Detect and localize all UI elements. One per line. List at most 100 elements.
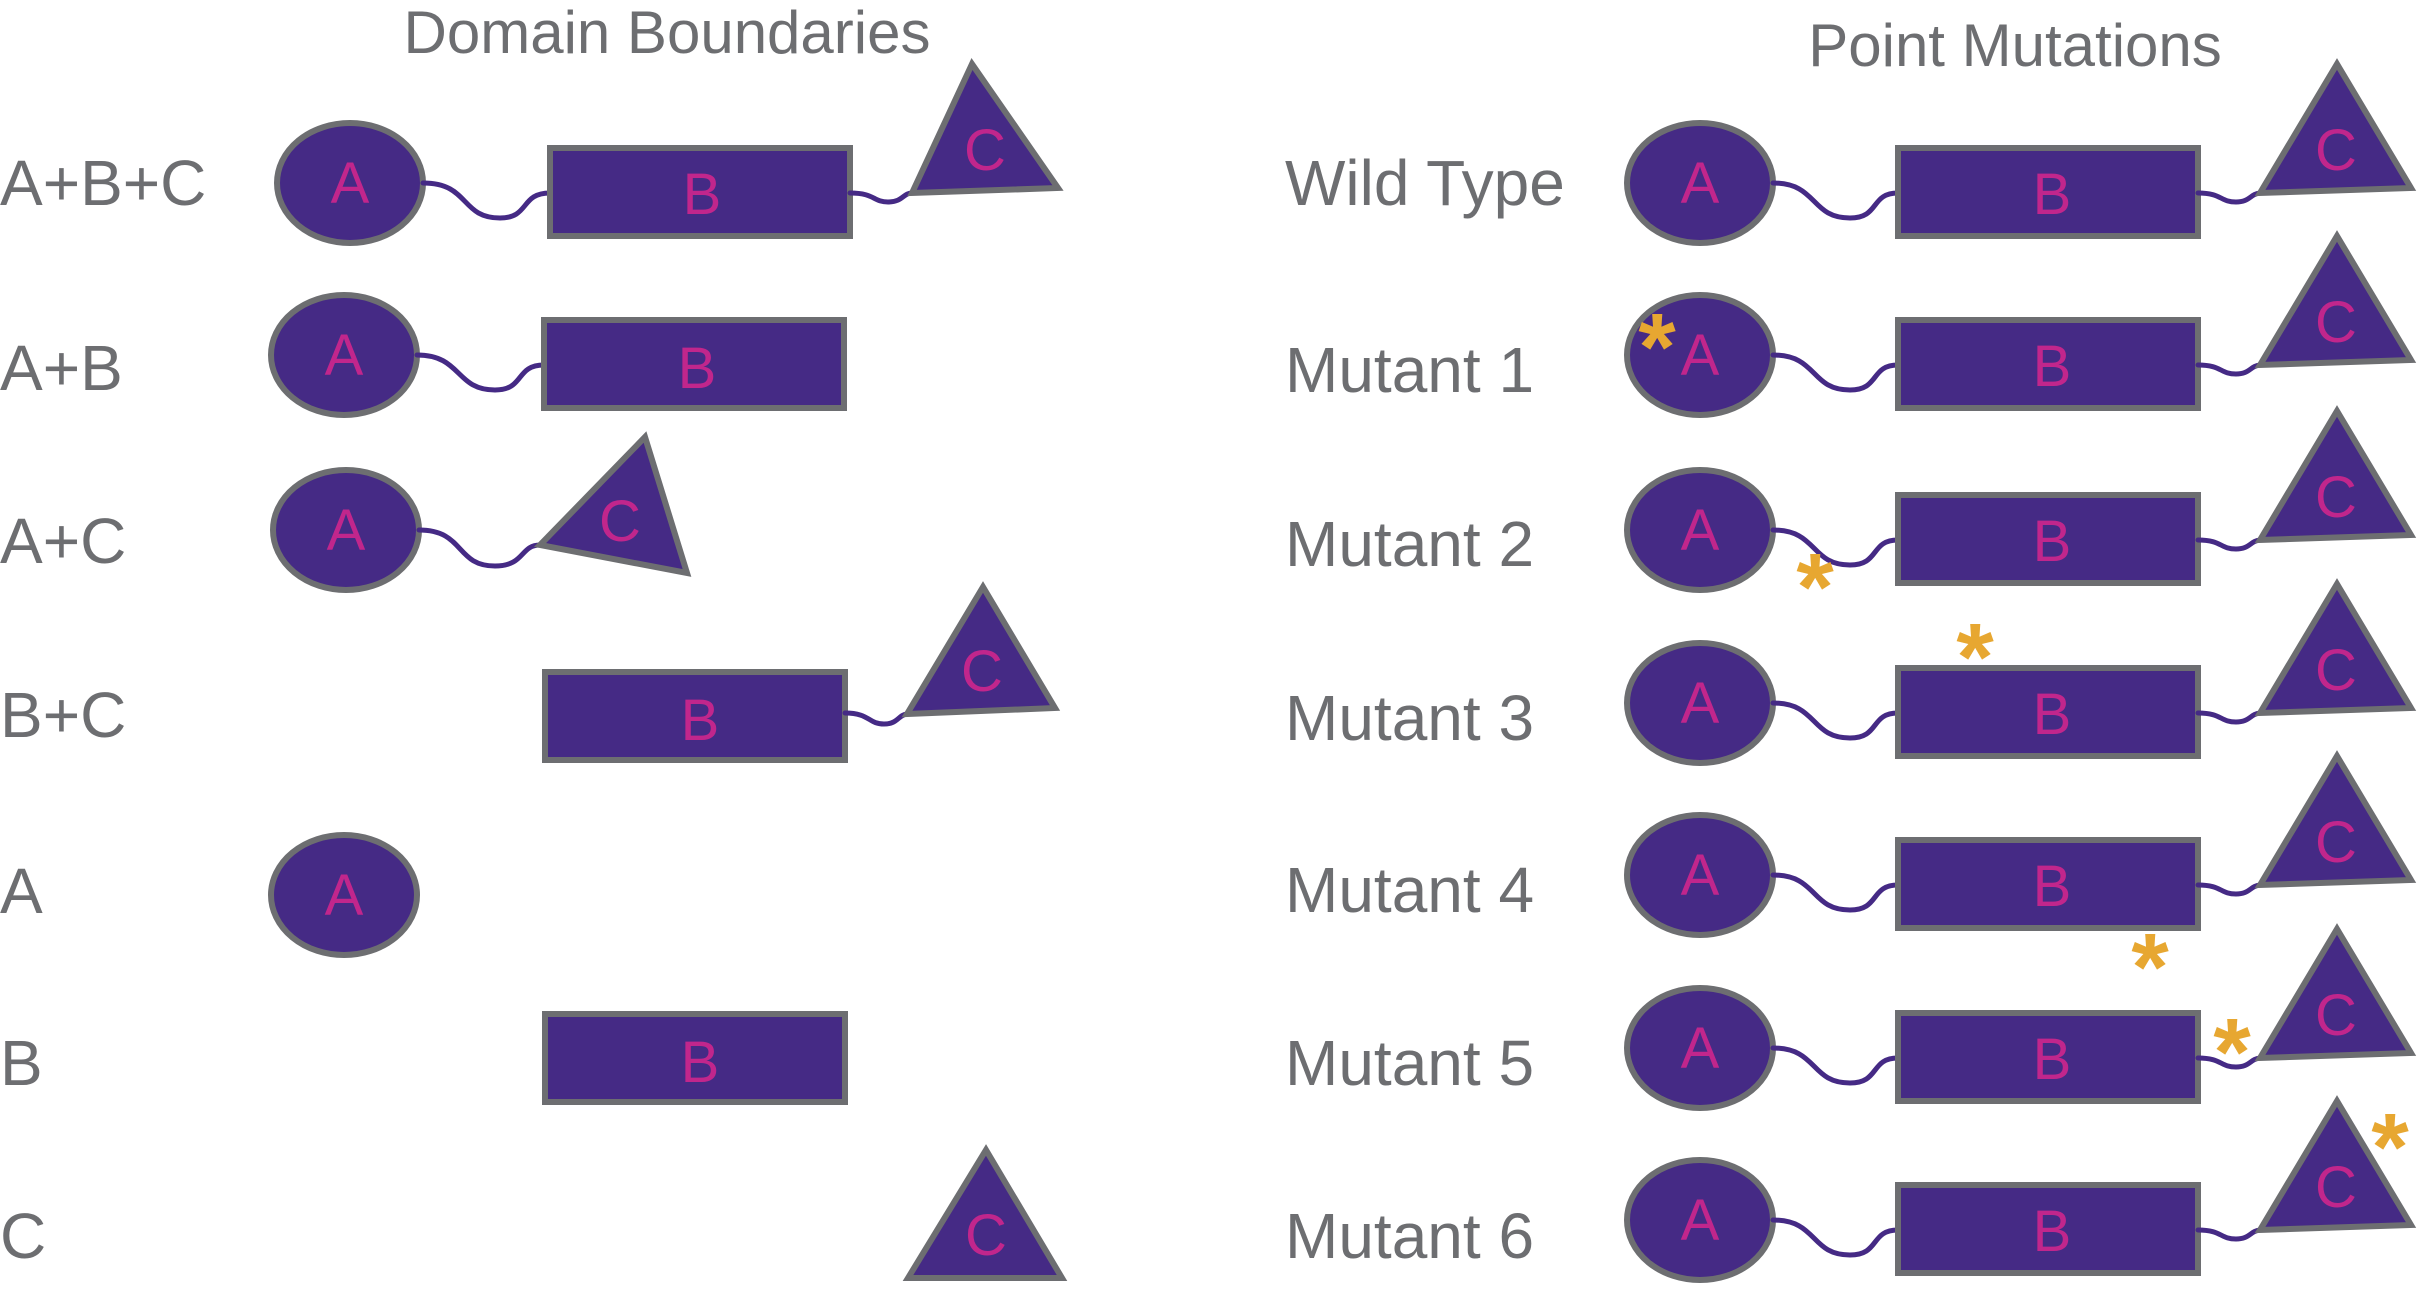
domain-a-label: A: [1681, 1016, 1720, 1081]
construct-row: B+C B C: [0, 581, 1061, 763]
domain-b-label: B: [2033, 682, 2072, 747]
domain-b-box: [1895, 837, 2201, 931]
domain-c-label: C: [2315, 638, 2357, 703]
construct-row: Mutant 6 A B C *: [1285, 1094, 2417, 1283]
domain-boundaries-panel: Domain Boundaries A+B+C A B C A+B A B A+…: [0, 0, 1068, 1281]
domain-c-label: C: [2315, 1155, 2357, 1220]
construct-row: Mutant 3 A B C *: [1285, 578, 2417, 766]
domain-c-triangle: [2254, 1095, 2417, 1234]
linker-a-b: [1770, 872, 1901, 913]
domain-c-triangle: [902, 1144, 1068, 1281]
linker-a-b: [1770, 527, 1901, 568]
linker-a-b: [420, 180, 553, 221]
linker-a-b: [414, 352, 547, 393]
linker-a-b: [1770, 180, 1901, 221]
domain-b-label: B: [2033, 1027, 2072, 1092]
mutation-marker: *: [1956, 604, 1994, 711]
row-label: Mutant 3: [1285, 682, 1534, 754]
row-label: C: [0, 1200, 46, 1272]
construct-row: Mutant 4 A B C *: [1285, 750, 2417, 1021]
domain-c-triangle: [2254, 230, 2417, 369]
row-label: A+B+C: [0, 147, 206, 219]
domain-a-label: A: [325, 323, 364, 388]
row-label: B+C: [0, 679, 126, 751]
domain-c-triangle: [2254, 405, 2417, 544]
domain-b-label: B: [2033, 854, 2072, 919]
mutation-marker: *: [1796, 534, 1834, 641]
construct-row: A+B+C A B C: [0, 57, 1064, 246]
linker-b-c: [2195, 1227, 2263, 1242]
domain-a-label: A: [325, 863, 364, 928]
linker-a-b: [1770, 352, 1901, 393]
domain-c-label: C: [964, 118, 1006, 183]
domain-b-label: B: [2033, 334, 2072, 399]
row-label: B: [0, 1027, 43, 1099]
mutation-marker: *: [2131, 914, 2169, 1021]
construct-row: Mutant 2 A B C *: [1285, 405, 2417, 641]
domain-b-box: [542, 1011, 848, 1105]
domain-b-label: B: [681, 1030, 720, 1095]
linker-a-c: [416, 527, 543, 569]
domain-b-box: [1895, 665, 2201, 759]
construct-row: B B: [0, 1011, 848, 1105]
construct-row: A+B A B: [0, 292, 847, 418]
domain-b-box: [542, 669, 848, 763]
domain-c-label: C: [2315, 983, 2357, 1048]
mutation-marker: *: [2371, 1094, 2409, 1201]
construct-row: A+C A C: [0, 431, 692, 593]
row-label: Wild Type: [1285, 147, 1565, 219]
domain-b-label: B: [2033, 509, 2072, 574]
domain-c-triangle: [2254, 578, 2417, 717]
linker-b-c: [2195, 362, 2263, 377]
domain-a-label: A: [1681, 1188, 1720, 1253]
domain-c-label: C: [961, 639, 1003, 704]
domain-c-label: C: [2315, 465, 2357, 530]
domain-b-box: [1895, 1182, 2201, 1276]
linker-a-b: [1770, 1217, 1901, 1258]
domain-b-box: [1895, 145, 2201, 239]
domain-b-label: B: [683, 162, 722, 227]
domain-c-triangle: [907, 57, 1064, 197]
domain-a-ellipse: [268, 832, 420, 958]
domain-c-label: C: [599, 489, 641, 554]
row-label: Mutant 4: [1285, 854, 1534, 926]
linker-b-c: [2195, 882, 2263, 897]
row-label: A+C: [0, 505, 126, 577]
construct-row: Wild Type A B C: [1285, 58, 2417, 246]
row-label: Mutant 6: [1285, 1200, 1534, 1272]
linker-a-b: [1770, 1045, 1901, 1086]
domain-c-triangle: [2254, 750, 2417, 889]
point-mutations-title: Point Mutations: [1808, 12, 2222, 79]
linker-b-c: [842, 710, 910, 727]
domain-b-label: B: [2033, 1199, 2072, 1264]
domain-a-label: A: [1681, 671, 1720, 736]
domain-c-label: C: [2315, 810, 2357, 875]
domain-a-label: A: [331, 151, 370, 216]
domain-c-label: C: [2315, 290, 2357, 355]
domain-b-box: [1895, 492, 2201, 586]
domain-b-label: B: [678, 336, 717, 401]
domain-b-box: [547, 145, 853, 239]
linker-b-c: [2195, 537, 2263, 552]
domain-boundaries-title: Domain Boundaries: [404, 0, 931, 66]
domain-c-triangle: [901, 581, 1061, 718]
domain-a-label: A: [1681, 843, 1720, 908]
mutation-marker: *: [1638, 294, 1676, 401]
row-label: Mutant 5: [1285, 1027, 1534, 1099]
domain-c-triangle: [2254, 58, 2417, 197]
row-label: A+B: [0, 332, 123, 404]
domain-b-label: B: [2033, 162, 2072, 227]
row-label: Mutant 1: [1285, 334, 1534, 406]
domain-a-label: A: [1681, 151, 1720, 216]
linker-b-c: [2195, 1055, 2263, 1070]
domain-a-label: A: [1681, 323, 1720, 388]
linker-b-c: [2195, 190, 2263, 205]
row-label: Mutant 2: [1285, 508, 1534, 580]
row-label: A: [0, 855, 43, 927]
point-mutations-panel: Point Mutations Wild Type A B C Mutant 1…: [1285, 12, 2417, 1283]
linker-a-b: [1770, 700, 1901, 741]
mutation-marker: *: [2213, 999, 2251, 1106]
domain-c-triangle: [2254, 923, 2417, 1062]
construct-row: C C: [0, 1144, 1068, 1281]
